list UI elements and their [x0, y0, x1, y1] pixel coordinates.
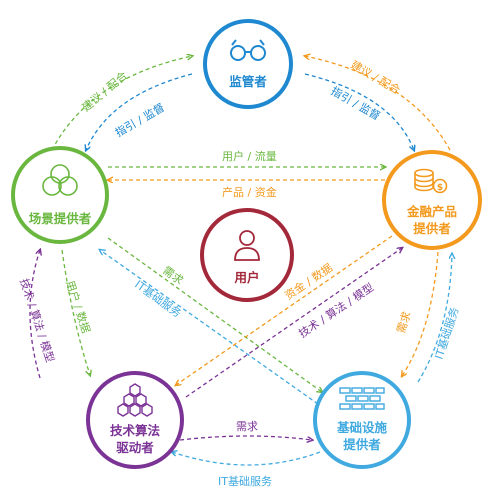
arrow-scenario-to-regulator [51, 56, 192, 151]
label-scenario-to-regulator: 建议 / 配合 [79, 68, 130, 114]
label-tech-to-infra: 需求 [236, 420, 258, 433]
binoculars-icon [230, 39, 266, 61]
arrow-financial-to-tech [176, 235, 393, 385]
arrow-scenario-to-tech [61, 249, 90, 375]
brick-wall-icon [339, 387, 385, 410]
arrow-infra-to-tech [172, 452, 321, 466]
arrow-tech-to-financial [185, 248, 402, 398]
arrow-regulator-to-scenario [86, 73, 193, 150]
label-tech-to-scenario: 技术 / 算法 / 模型 [17, 277, 57, 364]
node-user: 用户 [200, 208, 294, 302]
regulator-title: 监管者 [229, 74, 267, 89]
hexagon-cluster-icon [117, 383, 153, 417]
node-financial: $ 金融产品 提供者 [382, 150, 482, 250]
financial-title-line2: 提供者 [413, 221, 451, 236]
node-infra: 基础设施 提供者 [313, 371, 411, 469]
arrow-financial-to-regulator [305, 56, 451, 151]
label-regulator-to-financial: 指引 / 监督 [329, 83, 383, 122]
label-scenario-to-financial: 用户 / 流量 [222, 149, 277, 163]
user-title: 用户 [233, 270, 259, 285]
person-icon [234, 230, 260, 261]
label-scenario-to-tech: 用户 / 数据 [63, 279, 93, 335]
financial-title-line1: 金融产品 [406, 204, 457, 219]
label-scenario-demand: 需求 [160, 264, 185, 287]
coins-icon [414, 168, 448, 194]
label-infra-to-tech: IT基础服务 [218, 475, 272, 488]
node-regulator: 监管者 [203, 19, 293, 109]
scenario-title: 场景提供者 [29, 211, 92, 226]
infra-title-line1: 基础设施 [336, 420, 388, 435]
dollar-glyph: $ [437, 183, 443, 193]
label-financial-to-regulator: 建议 / 配合 [349, 57, 403, 96]
arrow-tech-to-infra [179, 435, 312, 440]
label-financial-demand: 需求 [394, 310, 413, 335]
infra-title-line2: 提供者 [343, 437, 381, 452]
venn-circles-icon [42, 164, 78, 196]
arrow-scenario-to-infra [107, 237, 322, 392]
tech-title-line1: 技术算法 [110, 423, 161, 438]
node-tech: 技术算法 驱动者 [86, 371, 184, 469]
node-scenario: 场景提供者 [11, 146, 109, 244]
label-infra-to-financial: IT基础服务 [432, 306, 461, 361]
arrow-financial-to-infra [402, 251, 439, 376]
label-financial-to-scenario: 产品 / 资金 [222, 185, 277, 199]
arrow-tech-to-scenario [29, 250, 40, 379]
arrow-infra-to-financial [417, 254, 452, 383]
arrow-infra-to-scenario [100, 250, 319, 405]
tech-title-line2: 驱动者 [116, 440, 154, 455]
arrow-regulator-to-financial [304, 73, 414, 150]
